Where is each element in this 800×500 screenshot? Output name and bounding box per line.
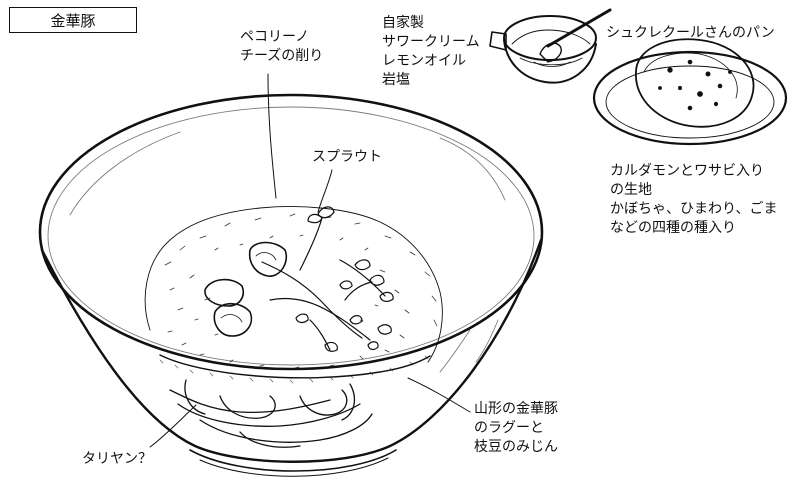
label-line: などの四種の種入り [610,220,736,236]
pasta-noodles [169,379,373,448]
label-line: カルダモンとワサビ入り [610,163,764,179]
label-line: のラグーと [474,420,544,436]
label-line: の生地 [610,182,652,198]
label-line: かぼちゃ、ひまわり、ごま [610,201,778,217]
label-line: シュクレクールさんのパン [606,25,775,41]
label-sauce: 自家製 サワークリーム レモンオイル 岩塩 [382,14,480,90]
label-line: チーズの削り [240,48,324,64]
label-line: サワークリーム [382,34,480,50]
label-line: 自家製 [382,15,424,31]
label-line: スプラウト [312,149,382,165]
label-line: 枝豆のみじん [474,439,558,455]
title-box: 金華豚 [9,7,137,33]
label-pecorino: ペコリーノ チーズの削り [240,28,323,66]
label-line: 山形の金華豚 [474,401,558,417]
label-ragu: 山形の金華豚 のラグーと 枝豆のみじん [474,400,558,457]
label-line: 岩塩 [382,72,410,88]
label-bread-description: カルダモンとワサビ入り の生地 かぼちゃ、ひまわり、ごま などの四種の種入り [610,162,777,238]
bread-plate [592,38,788,146]
label-line: レモンオイル [382,53,466,69]
title-text: 金華豚 [50,11,96,30]
label-line: タリヤン？ [82,451,152,467]
sauce-dish [489,8,612,84]
label-line: ペコリーノ [240,29,310,45]
label-sprout: スプラウト [312,148,382,167]
label-bread-shop: シュクレクールさんのパン [606,24,775,43]
pointer-lines [149,73,471,448]
pecorino-shavings [204,241,287,337]
sprouts [261,206,394,352]
ragu-mound [144,206,443,384]
label-pasta: タリヤン？ [82,450,152,469]
pasta-bowl [38,93,544,477]
